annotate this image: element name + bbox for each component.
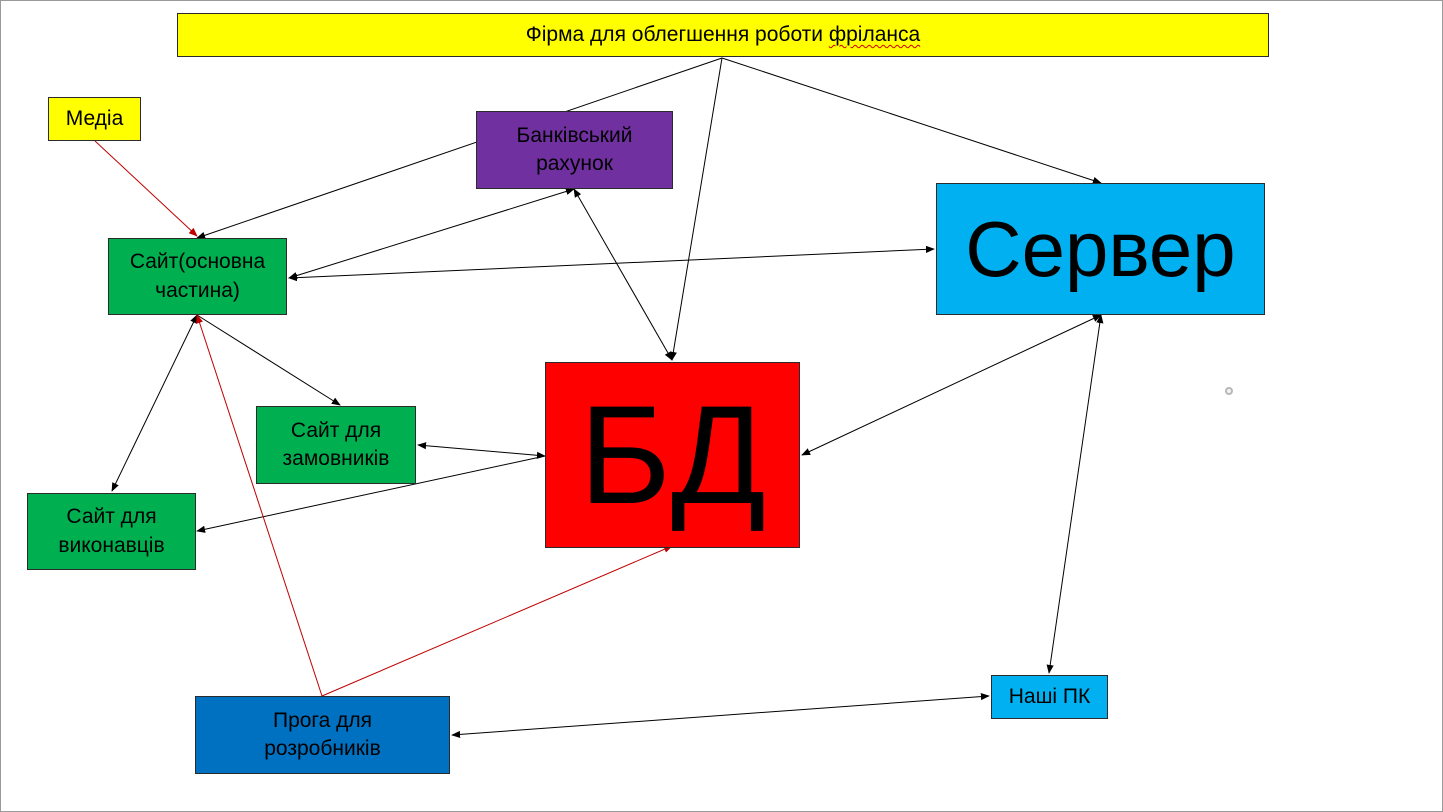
node-bank-account-label: Банківський рахунок: [516, 123, 633, 175]
node-database-label: БД: [579, 376, 766, 533]
rotation-handle-icon[interactable]: [1225, 387, 1233, 395]
node-server-label: Сервер: [965, 205, 1236, 293]
node-client-site-label: Сайт для замовників: [282, 418, 390, 470]
node-main-site-label: Сайт(основна частина): [129, 250, 266, 302]
node-dev-app[interactable]: Прога для розробників: [195, 696, 450, 774]
node-bank-account[interactable]: Банківський рахунок: [476, 111, 673, 189]
node-media[interactable]: Медіа: [48, 97, 141, 141]
node-dev-app-label: Прога для розробників: [264, 708, 381, 760]
node-worker-site-label: Сайт для виконавців: [58, 505, 165, 557]
spellcheck-underline: фріланса: [828, 22, 921, 46]
node-main-site[interactable]: Сайт(основна частина): [108, 238, 287, 315]
node-media-label: Медіа: [65, 106, 124, 130]
node-our-pcs[interactable]: Наші ПК: [991, 675, 1108, 719]
node-server[interactable]: Сервер: [936, 183, 1265, 315]
node-client-site[interactable]: Сайт для замовників: [256, 406, 416, 484]
node-database[interactable]: БД: [545, 362, 800, 548]
node-worker-site[interactable]: Сайт для виконавців: [27, 493, 196, 570]
node-our-pcs-label: Наші ПК: [1008, 684, 1091, 708]
node-firm[interactable]: Фірма для облегшення роботи фріланса: [177, 13, 1269, 57]
node-firm-label: Фірма для облегшення роботи фріланса: [525, 22, 921, 46]
